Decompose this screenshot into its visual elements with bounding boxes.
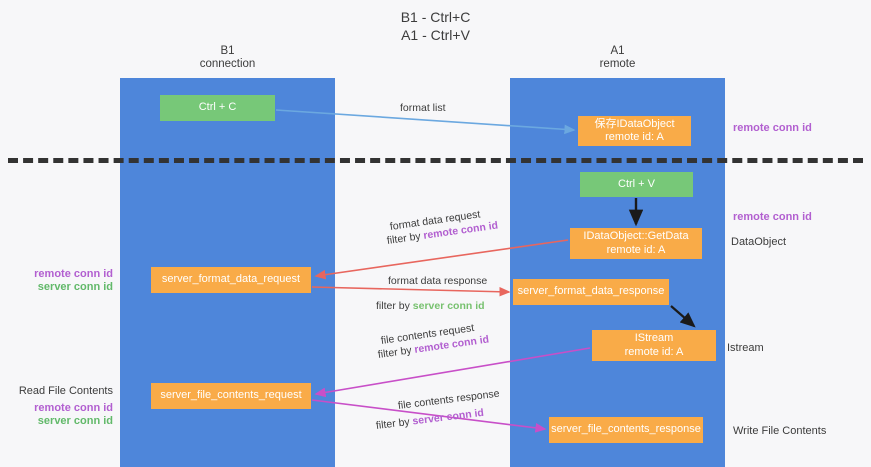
lane-title-a1: A1 [610,45,625,57]
annotation-istream: Istream [727,342,764,354]
filter-prefix-3: filter by [377,343,416,361]
annotation-left-remote-conn-id-2: remote conn id [34,402,113,414]
page-title: B1 - Ctrl+C A1 - Ctrl+V [0,8,871,44]
node-idataobject-getdata-label: IDataObject::GetData [583,230,689,242]
node-ctrl-v[interactable]: Ctrl + V [580,172,693,197]
lane-subtitle-b1: connection [199,58,256,70]
edge-label-format-data-response-filter: filter by server conn id [376,299,485,313]
node-server-file-contents-response[interactable]: server_file_contents_response [549,417,703,443]
node-server-format-data-response[interactable]: server_format_data_response [513,279,669,305]
lane-header-a1: A1 remote [510,45,725,71]
node-server-format-data-request[interactable]: server_format_data_request [151,267,311,293]
node-save-idataobject-sub: remote id: A [605,131,664,143]
edge-label-format-list: format list [400,102,446,114]
annotation-dataobject: DataObject [731,236,787,248]
node-ctrl-c[interactable]: Ctrl + C [160,95,275,121]
lane-subtitle-a1: remote [599,58,636,70]
node-server-file-contents-request-label: server_file_contents_request [160,389,302,402]
node-ctrl-c-label: Ctrl + C [198,101,237,114]
node-server-format-data-response-label: server_format_data_response [517,285,665,298]
title-line-1: B1 - Ctrl+C [400,9,471,25]
annotation-remote-conn-id-mid: remote conn id [733,211,812,223]
node-server-file-contents-response-label: server_file_contents_response [551,423,701,436]
node-server-format-data-request-label: server_format_data_request [161,273,301,286]
node-istream-sub: remote id: A [624,345,684,358]
filter-prefix-2: filter by [376,300,413,312]
annotation-write-file-contents: Write File Contents [733,425,827,437]
node-idataobject-getdata-sub: remote id: A [606,243,666,256]
annotation-left-server-conn-id-1: server conn id [37,281,113,293]
edge-label-file-contents-response-filter: filter by server conn id [375,406,484,433]
node-istream-label: IStream [634,332,674,344]
annotation-read-file-contents: Read File Contents [18,385,113,397]
edge-label-format-data-response: format data response [388,275,488,287]
node-save-idataobject[interactable]: 保存IDataObject remote id: A [578,116,691,146]
node-ctrl-v-label: Ctrl + V [618,177,655,190]
annotation-remote-conn-id-top: remote conn id [733,122,812,134]
filter-prefix-1: filter by [386,229,425,247]
annotation-left-server-conn-id-2: server conn id [37,415,113,427]
node-istream[interactable]: IStream remote id: A [592,330,716,361]
filter-key-server-conn-id-1: server conn id [412,300,485,312]
node-idataobject-getdata[interactable]: IDataObject::GetData remote id: A [570,228,702,259]
filter-prefix-4: filter by [375,415,414,432]
lane-header-b1: B1 connection [120,45,335,71]
annotation-left-remote-conn-id-1: remote conn id [34,268,113,280]
node-server-file-contents-request[interactable]: server_file_contents_request [151,383,311,409]
title-line-2: A1 - Ctrl+V [401,27,470,43]
lane-title-b1: B1 [220,45,235,57]
node-save-idataobject-label: 保存IDataObject [594,117,675,130]
section-divider [8,158,863,163]
